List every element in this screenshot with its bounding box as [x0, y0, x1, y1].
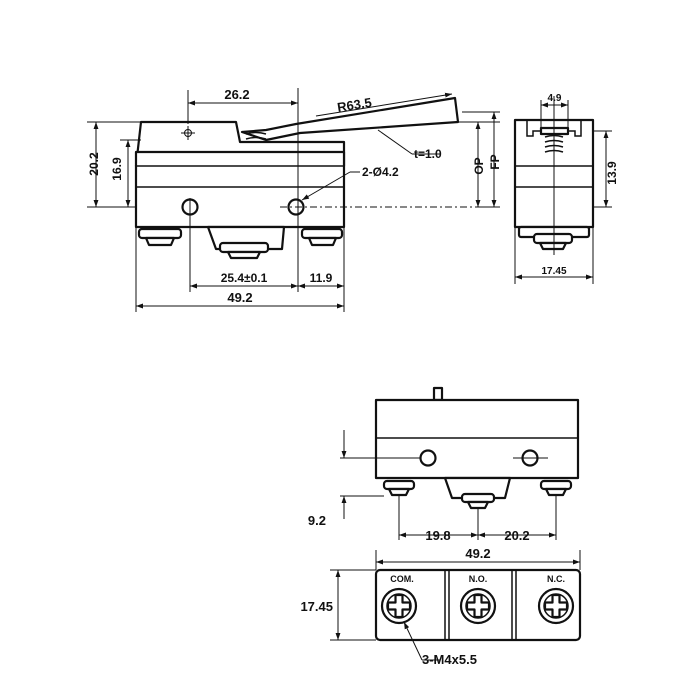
- terminal-label-nc: N.C.: [547, 574, 565, 584]
- terminal-left: [137, 227, 183, 247]
- screw-no-icon: [459, 587, 497, 625]
- dim-op: OP: [472, 157, 486, 174]
- bottom-view-terminal-right: [539, 479, 573, 491]
- lever: [240, 96, 460, 142]
- dim-length: 49.2: [227, 290, 252, 305]
- dim-hole-pitch: 25.4±0.1: [221, 271, 268, 285]
- dim-side-width: 17.45: [541, 266, 566, 277]
- bottom-view-terminal-middle: [460, 492, 496, 504]
- bottom-view-hole-left: [419, 449, 437, 467]
- dim-height-body: 16.9: [110, 157, 124, 181]
- dim-plunger-width: 4.9: [548, 93, 562, 104]
- terminal-label-no: N.O.: [469, 574, 488, 584]
- terminal-label-com: COM.: [390, 574, 414, 584]
- dim-pitch-left: 19.8: [425, 528, 450, 543]
- dim-height-total: 20.2: [87, 152, 101, 176]
- screw-nc-icon: [537, 587, 575, 625]
- bottom-view-plunger: [432, 386, 444, 402]
- bottom-view-body: [374, 398, 580, 480]
- bottom-view: 9.2 19.8 20.2 49.2 COM. N.O. N.C.: [300, 386, 582, 667]
- side-terminal: [532, 232, 574, 245]
- side-view: 4.9 13.9 17.45: [513, 93, 619, 284]
- dim-pitch-right: 20.2: [504, 528, 529, 543]
- dim-bottom-width: 17.45: [300, 599, 333, 614]
- dim-terminal-height: 9.2: [308, 513, 326, 528]
- dim-lever-pivot: 26.2: [224, 87, 249, 102]
- dim-side-height: 13.9: [605, 161, 619, 185]
- terminal-middle: [218, 241, 270, 260]
- dim-hole-offset: 11.9: [310, 271, 333, 285]
- dim-fp: FP: [488, 154, 502, 169]
- dim-lever-thickness: t=1.0: [414, 147, 442, 161]
- dim-bottom-length: 49.2: [465, 546, 490, 561]
- dim-mount-holes: 2-Ø4.2: [362, 165, 399, 179]
- bottom-view-terminal-left: [382, 479, 416, 491]
- dim-lever-radius: R63.5: [336, 95, 373, 115]
- front-view: 26.2 R63.5 t=1.0 2-Ø4.2 20.2 16.9 OP FP …: [87, 87, 502, 312]
- dim-screws: 3-M4x5.5: [422, 652, 477, 667]
- screw-com-icon: [380, 587, 418, 625]
- terminal-right: [300, 227, 344, 247]
- switch-body: [134, 150, 346, 229]
